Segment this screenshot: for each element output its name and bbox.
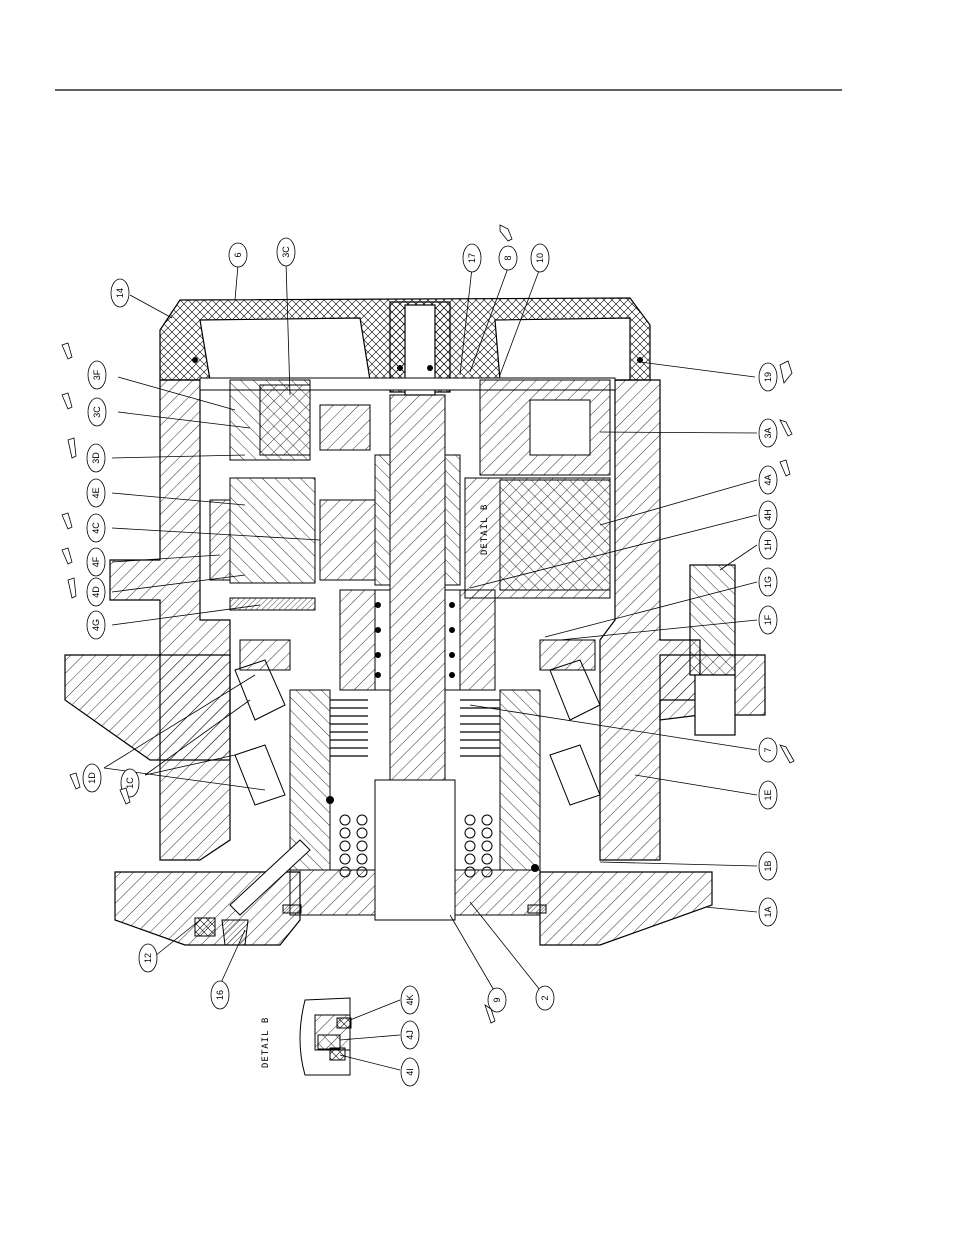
callout-1a: 1A	[759, 898, 777, 926]
callout-4g: 4G	[87, 611, 105, 639]
callout-4c: 4C	[87, 514, 105, 542]
svg-text:3C: 3C	[92, 406, 102, 418]
svg-text:4H: 4H	[763, 509, 773, 521]
callout-7: 7	[759, 738, 777, 762]
svg-text:9: 9	[492, 997, 502, 1002]
callout-1d: 1D	[83, 764, 101, 792]
callout-3a: 3A	[759, 419, 777, 447]
callout-2: 2	[536, 986, 554, 1010]
callout-1h: 1H	[759, 531, 777, 559]
svg-text:4G: 4G	[91, 619, 101, 631]
detail-b-label-inset: DETAIL B	[261, 1017, 271, 1068]
svg-text:6: 6	[233, 252, 243, 257]
svg-text:3A: 3A	[763, 427, 773, 438]
svg-text:DETAIL B: DETAIL B	[480, 504, 490, 555]
svg-text:8: 8	[503, 255, 513, 260]
svg-text:4D: 4D	[91, 586, 101, 598]
callout-6: 6	[229, 243, 247, 267]
callout-4a: 4A	[759, 466, 777, 494]
callout-14: 14	[111, 279, 129, 307]
svg-text:4F: 4F	[91, 556, 101, 567]
svg-text:2: 2	[540, 995, 550, 1000]
callout-16: 16	[211, 981, 229, 1009]
callout-3c: 3C	[88, 398, 106, 426]
svg-text:4E: 4E	[91, 487, 101, 498]
svg-text:14: 14	[115, 288, 125, 298]
svg-text:12: 12	[143, 953, 153, 963]
callout-17: 17	[463, 244, 481, 272]
svg-text:10: 10	[535, 253, 545, 263]
svg-text:1C: 1C	[125, 777, 135, 789]
svg-text:3F: 3F	[92, 369, 102, 380]
svg-text:4A: 4A	[763, 474, 773, 485]
svg-text:17: 17	[467, 253, 477, 263]
svg-text:3D: 3D	[91, 452, 101, 464]
callout-1b: 1B	[759, 852, 777, 880]
svg-text:19: 19	[763, 372, 773, 382]
callout-4f: 4F	[87, 548, 105, 576]
callout-4i: 4I	[401, 1058, 419, 1086]
svg-text:4K: 4K	[405, 994, 415, 1005]
callout-8: 8	[499, 246, 517, 270]
callout-10: 10	[531, 244, 549, 272]
svg-text:DETAIL B: DETAIL B	[261, 1017, 271, 1068]
callout-4d: 4D	[87, 578, 105, 606]
svg-text:1F: 1F	[763, 614, 773, 625]
svg-text:4I: 4I	[405, 1068, 415, 1076]
callout-3c-top: 3C	[277, 238, 295, 266]
svg-text:3C: 3C	[281, 246, 291, 258]
svg-text:1E: 1E	[763, 789, 773, 800]
callout-12: 12	[139, 944, 157, 972]
svg-text:4J: 4J	[405, 1030, 415, 1040]
svg-text:1A: 1A	[763, 906, 773, 917]
callout-1e: 1E	[759, 781, 777, 809]
callout-3f: 3F	[88, 361, 106, 389]
svg-text:16: 16	[215, 990, 225, 1000]
svg-text:1G: 1G	[763, 576, 773, 588]
callout-4e: 4E	[87, 479, 105, 507]
callout-3d: 3D	[87, 444, 105, 472]
callout-1g: 1G	[759, 568, 777, 596]
callout-19: 19	[759, 363, 777, 391]
svg-text:1D: 1D	[87, 772, 97, 784]
svg-text:1B: 1B	[763, 860, 773, 871]
detail-b-inset	[300, 998, 351, 1075]
callout-4h: 4H	[759, 501, 777, 529]
svg-text:4C: 4C	[91, 522, 101, 534]
callout-1f: 1F	[759, 606, 777, 634]
detail-b-label-main: DETAIL B	[480, 504, 490, 555]
callout-4j: 4J	[401, 1021, 419, 1049]
svg-text:1H: 1H	[763, 539, 773, 551]
svg-text:7: 7	[763, 747, 773, 752]
callout-4k: 4K	[401, 986, 419, 1014]
